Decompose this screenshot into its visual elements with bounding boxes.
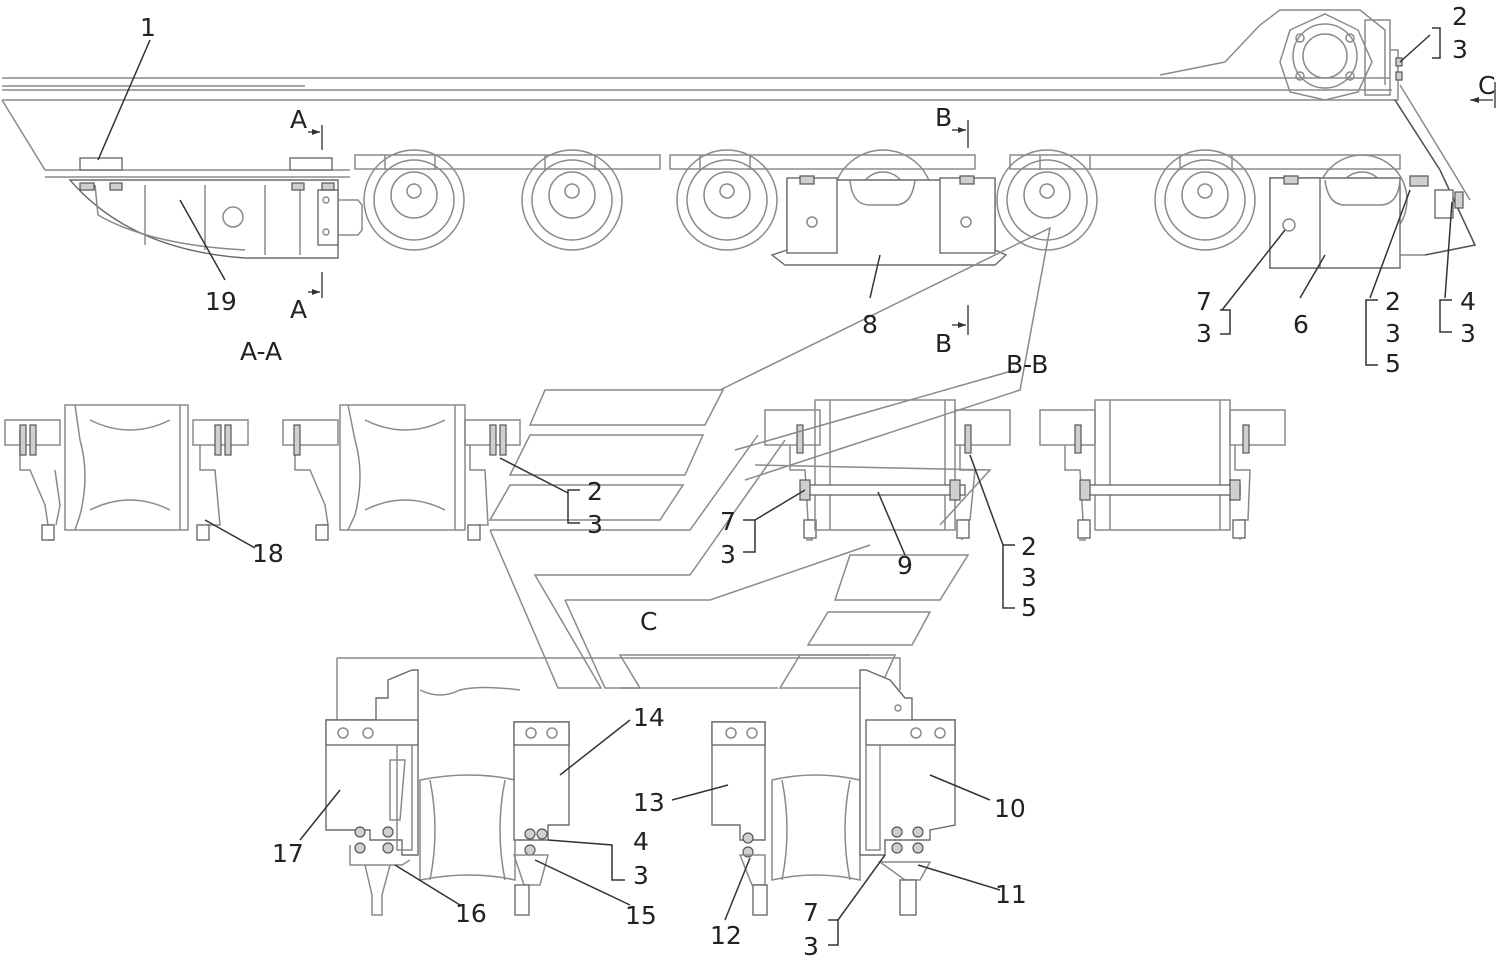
- callout-7-c: 7: [803, 898, 819, 927]
- view-title-c: C: [640, 607, 657, 636]
- section-b-b-view: [764, 399, 1286, 541]
- callout-labels: 1 19 8 6 2 3 7 3 2 3 5 4 3 18 2 3 7 3 9 …: [140, 2, 1495, 961]
- callout-3-right-7: 3: [1196, 319, 1212, 348]
- callout-4-right: 4: [1460, 287, 1476, 316]
- callout-10: 10: [994, 794, 1026, 823]
- bracket-13: [711, 721, 768, 916]
- view-c: [325, 657, 956, 916]
- section-label-b-bottom: B: [935, 329, 952, 358]
- drive-hub: [1279, 13, 1373, 101]
- callout-15: 15: [625, 901, 657, 930]
- guard-8: [770, 175, 1008, 266]
- callout-3-aa: 3: [587, 510, 603, 539]
- section-a-a-view: [4, 404, 521, 541]
- section-label-a-bottom: A: [290, 295, 307, 324]
- callout-17: 17: [272, 839, 304, 868]
- callout-3-right-2: 3: [1385, 319, 1401, 348]
- bracket-10: [859, 669, 956, 916]
- guard-19: [68, 157, 363, 259]
- callout-3-c-4: 3: [633, 861, 649, 890]
- guard-6: [1269, 175, 1429, 269]
- callout-7-right: 7: [1196, 287, 1212, 316]
- track-frame-side-view: [1, 9, 1496, 335]
- callout-3-top: 3: [1452, 35, 1468, 64]
- section-mark-a: [308, 125, 323, 298]
- callout-12: 12: [710, 921, 742, 950]
- callout-3-bb-7: 3: [720, 540, 736, 569]
- callout-2-right: 2: [1385, 287, 1401, 316]
- callout-2-bb: 2: [1021, 532, 1037, 561]
- callout-2-aa: 2: [587, 477, 603, 506]
- view-c-indicator: [488, 226, 1052, 689]
- callout-13: 13: [633, 788, 665, 817]
- callout-3-bb-2: 3: [1021, 563, 1037, 592]
- callout-3-c-7: 3: [803, 932, 819, 961]
- callout-9: 9: [897, 551, 913, 580]
- section-label-a-top: A: [290, 105, 307, 134]
- view-arrow-c-label: C: [1478, 71, 1495, 100]
- callout-14: 14: [633, 703, 665, 732]
- view-title-aa: A-A: [240, 337, 282, 366]
- callout-11: 11: [995, 880, 1027, 909]
- callout-19: 19: [205, 287, 237, 316]
- callout-7-bb: 7: [720, 507, 736, 536]
- callout-6: 6: [1293, 310, 1309, 339]
- callout-2-top: 2: [1452, 2, 1468, 31]
- callout-5-bb: 5: [1021, 593, 1037, 622]
- callout-5-right: 5: [1385, 349, 1401, 378]
- leader-lines: [97, 27, 1453, 946]
- bracket-17: [325, 669, 419, 916]
- callout-18: 18: [252, 539, 284, 568]
- bracket-14: [512, 721, 570, 916]
- callout-4-c: 4: [633, 827, 649, 856]
- section-label-b-top: B: [935, 103, 952, 132]
- callout-16: 16: [455, 899, 487, 928]
- view-arrow-c: [1470, 82, 1496, 108]
- view-title-bb: B-B: [1006, 350, 1048, 379]
- callout-8: 8: [862, 310, 878, 339]
- callout-1: 1: [140, 13, 156, 42]
- callout-3-right-4: 3: [1460, 319, 1476, 348]
- section-mark-b: [952, 120, 969, 335]
